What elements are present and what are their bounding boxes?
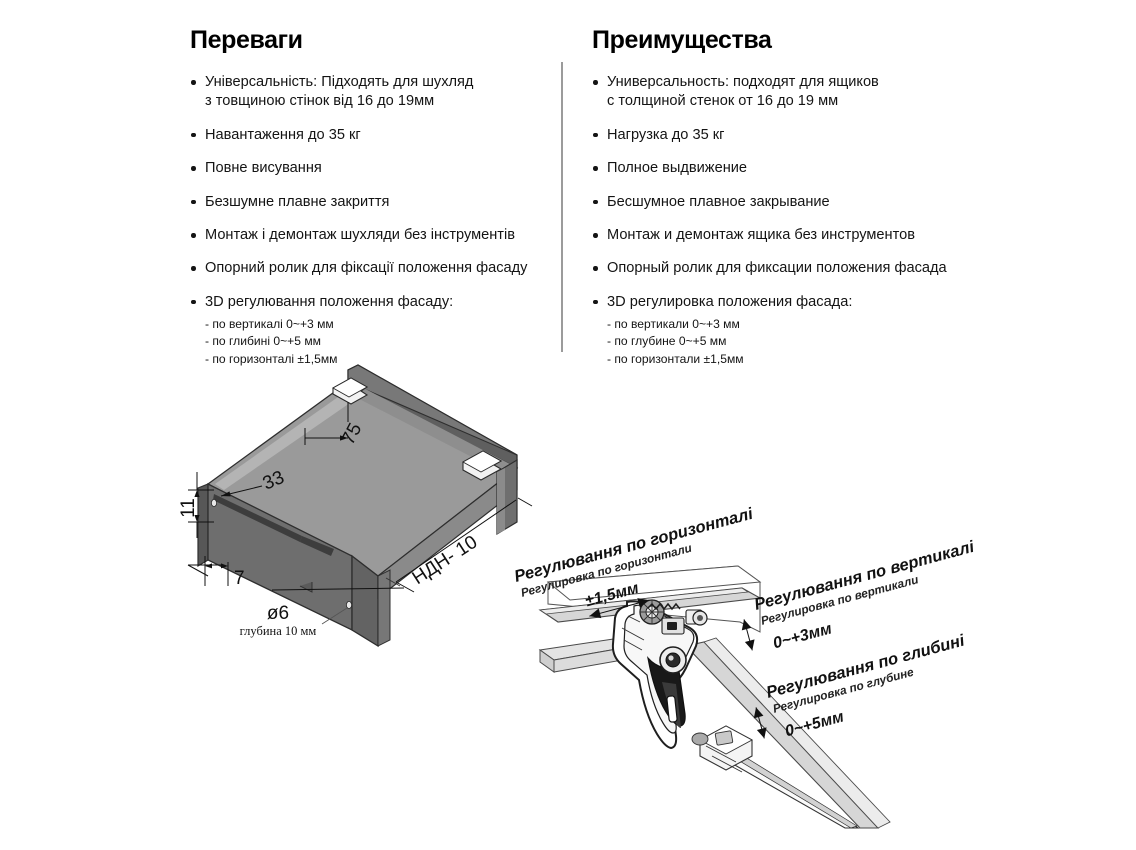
dimension-11: 11 (178, 472, 214, 538)
feature-text: Бесшумное плавное закрывание (607, 193, 830, 210)
dimension-7: 7 (187, 556, 245, 589)
hole-callout: ø6 глубина 10 мм (240, 603, 348, 638)
slide-rail (691, 725, 860, 829)
column-title-ua: Переваги (190, 26, 303, 54)
feature-item: Повне висування (190, 159, 550, 178)
feature-text: 3D регулювання положення фасаду: (205, 293, 454, 310)
double-arrow-icon (589, 598, 650, 619)
subitem: - по глубине 0~+5 мм (607, 334, 727, 349)
feature-text: Полное выдвижение (607, 160, 748, 177)
feature-item: Бесшумное плавное закрывание (592, 193, 972, 212)
feature-item: Опорный ролик для фиксации положения фас… (592, 259, 972, 278)
feature-text: Безшумне плавне закриття (205, 193, 390, 210)
soft-close-mechanism (611, 599, 708, 750)
subitem-list-ru: - по вертикали 0~+3 мм - по глубине 0~+5… (607, 316, 972, 368)
feature-item: Безшумне плавне закриття (190, 193, 550, 212)
feature-text: Монтаж и демонтаж ящика без инструментов (607, 227, 916, 244)
subitem: - по горизонталі ±1,5мм (205, 351, 338, 366)
feature-item: Нагрузка до 35 кг (592, 126, 972, 145)
feature-text: Опорный ролик для фиксации положения фас… (607, 260, 947, 277)
callout-ua-label: Регулювання по вертикалі (752, 538, 976, 614)
feature-text: Монтаж і демонтаж шухляди без інструмент… (205, 227, 515, 244)
feature-item: Полное выдвижение (592, 159, 972, 178)
hole-depth-label: глубина 10 мм (240, 624, 317, 638)
feature-text: 3D регулировка положения фасада: (607, 293, 853, 310)
subitem: - по горизонтали ±1,5мм (607, 351, 744, 366)
callout-value: 0~+3мм (771, 620, 834, 652)
subitem: - по вертикали 0~+3 мм (607, 317, 740, 332)
subitem: - по вертикалі 0~+3 мм (205, 317, 334, 332)
feature-item: Навантаження до 35 кг (190, 126, 550, 145)
slide-assembly-illustration (538, 565, 891, 829)
feature-text: Нагрузка до 35 кг (607, 126, 725, 143)
dimension-label-7: 7 (234, 568, 245, 589)
drawer-clip-bracket (332, 377, 369, 405)
hole-diameter-label: ø6 (267, 603, 289, 624)
callout-value: 0~+5мм (783, 708, 846, 740)
drawer-clip-bracket (462, 450, 503, 481)
column-ukrainian: Переваги Універсальність: Підходять для … (190, 26, 550, 382)
subitem-list-ua: - по вертикалі 0~+3 мм - по глибині 0~+5… (205, 316, 550, 368)
double-arrow-icon (753, 707, 767, 739)
column-title-ru: Преимущества (592, 26, 772, 54)
subitem: - по глибині 0~+5 мм (205, 334, 321, 349)
feature-item: Монтаж і демонтаж шухляди без інструмент… (190, 226, 550, 245)
drawer-box-illustration (197, 364, 519, 648)
feature-item: Монтаж и демонтаж ящика без инструментов (592, 226, 972, 245)
column-russian: Преимущества Универсальность: подходят д… (592, 26, 972, 382)
feature-text: Навантаження до 35 кг (205, 126, 361, 143)
features-section: Переваги Універсальність: Підходять для … (0, 26, 1136, 366)
feature-text: Опорний ролик для фіксації положення фас… (205, 260, 528, 277)
dimension-label-11: 11 (178, 498, 199, 518)
feature-item-3d: 3D регулировка положения фасада: - по ве… (592, 293, 972, 368)
feature-item-3d: 3D регулювання положення фасаду: - по ве… (190, 293, 550, 368)
column-divider (561, 62, 563, 352)
feature-text: Повне висування (205, 160, 322, 177)
double-arrow-icon (741, 619, 755, 651)
technical-drawing: 11 7 33 75 ø6 глубина 10 мм НДН- 10 (0, 360, 1136, 850)
feature-item: Опорний ролик для фіксації положення фас… (190, 259, 550, 278)
